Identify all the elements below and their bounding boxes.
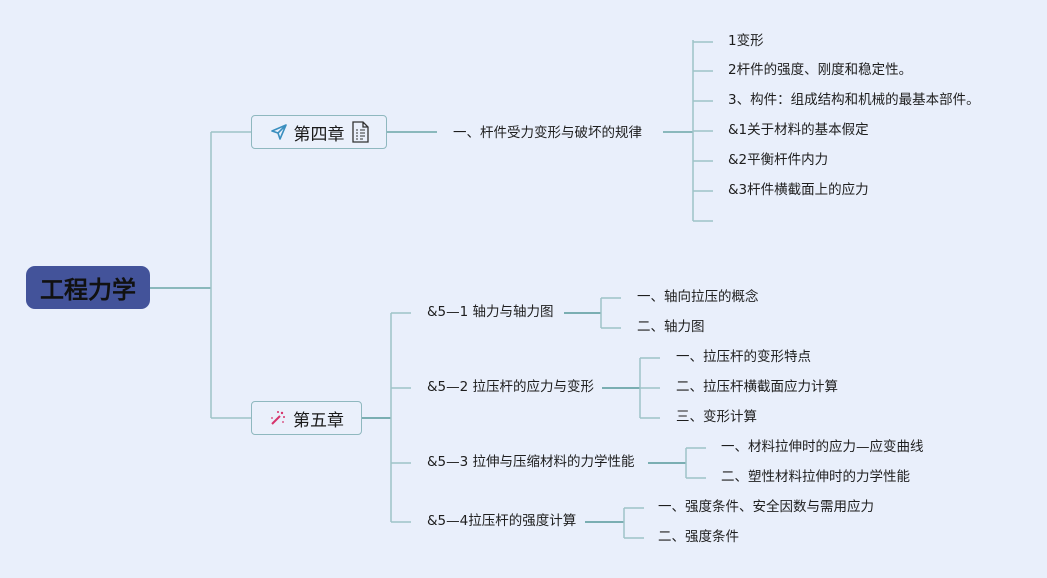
leaf-node[interactable]: 二、轴力图 [637, 319, 705, 335]
leaf-node[interactable]: 三、变形计算 [676, 409, 757, 425]
section-node[interactable]: &5—2 拉压杆的应力与变形 [427, 379, 594, 395]
connector-section-branches [391, 297, 706, 539]
magic-wand-icon [269, 409, 287, 427]
chapter4-topic-label: 一、杆件受力变形与破坏的规律 [453, 125, 642, 141]
section-node[interactable]: &5—1 轴力与轴力图 [427, 304, 554, 320]
leaf-node[interactable]: 一、拉压杆的变形特点 [676, 349, 811, 365]
chapter4-label: 第四章 [293, 124, 345, 145]
chapter4-topic[interactable]: 一、杆件受力变形与破坏的规律 [453, 124, 642, 142]
root-label: 工程力学 [40, 276, 136, 304]
root-node[interactable]: 工程力学 [26, 266, 150, 309]
topic-child-node[interactable]: 2杆件的强度、刚度和稳定性。 [728, 62, 913, 78]
leaf-node[interactable]: 二、塑性材料拉伸时的力学性能 [721, 469, 910, 485]
topic-child-node[interactable]: &2平衡杆件内力 [728, 152, 829, 168]
connector-topic-branches [693, 41, 713, 222]
section-node[interactable]: &5—4拉压杆的强度计算 [427, 513, 577, 529]
paper-plane-icon [270, 123, 288, 141]
leaf-node[interactable]: 一、轴向拉压的概念 [637, 289, 759, 305]
document-icon[interactable] [351, 121, 369, 143]
leaf-node[interactable]: 一、材料拉伸时的应力—应变曲线 [721, 439, 924, 455]
chapter5-label: 第五章 [293, 410, 344, 431]
chapter4-node[interactable]: 第四章 [251, 115, 387, 149]
topic-child-node[interactable]: &3杆件横截面上的应力 [728, 182, 869, 198]
leaf-node[interactable]: 一、强度条件、安全因数与需用应力 [658, 499, 874, 515]
chapter5-node[interactable]: 第五章 [251, 401, 362, 435]
leaf-node[interactable]: 二、强度条件 [658, 529, 739, 545]
section-node[interactable]: &5—3 拉伸与压缩材料的力学性能 [427, 454, 635, 470]
topic-child-node[interactable]: &1关于材料的基本假定 [728, 122, 869, 138]
topic-child-node[interactable]: 3、构件：组成结构和机械的最基本部件。 [728, 92, 980, 108]
topic-child-node[interactable]: 1变形 [728, 33, 764, 49]
leaf-node[interactable]: 二、拉压杆横截面应力计算 [676, 379, 838, 395]
